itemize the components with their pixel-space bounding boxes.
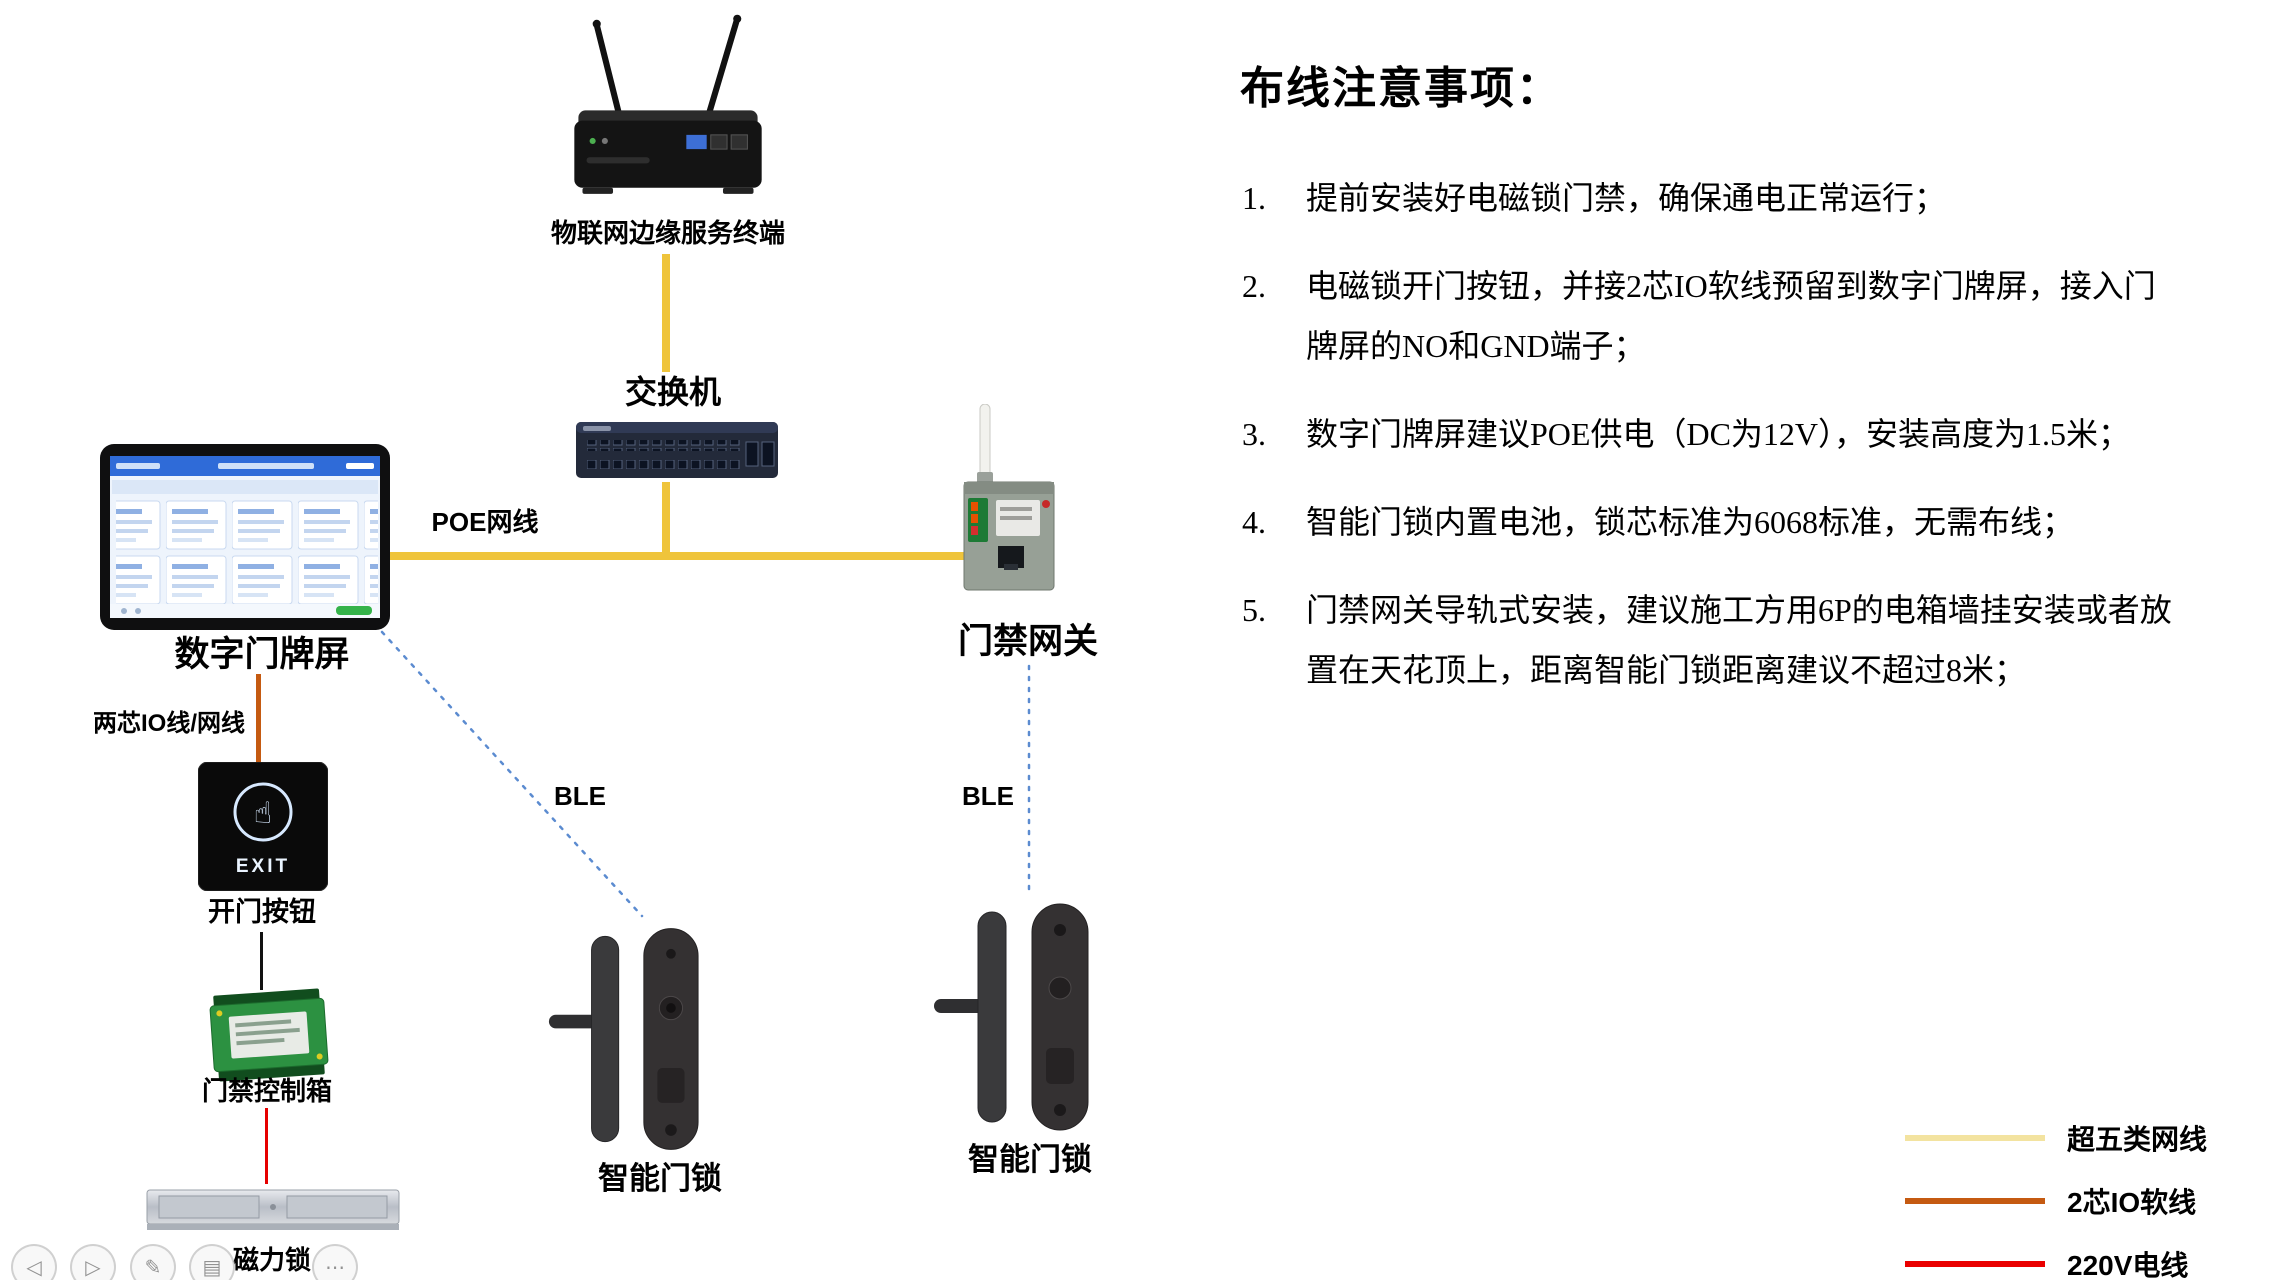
pen-icon: ✎	[144, 1256, 162, 1279]
control-box-device	[205, 984, 333, 1086]
next-slide-button[interactable]: ▷	[70, 1244, 116, 1280]
door-screen-icon	[100, 444, 390, 630]
control-box-label: 门禁控制箱	[201, 1076, 332, 1106]
exit-button-device: ☝ EXIT	[198, 762, 328, 891]
notes-list: 1. 提前安装好电磁锁门禁，确保通电正常运行； 2. 电磁锁开门按钮，并接2芯I…	[1240, 168, 2244, 700]
note-text: 数字门牌屏建议POE供电（DC为12V），安装高度为1.5米；	[1306, 416, 2131, 452]
note-number: 1.	[1242, 180, 1266, 216]
notes-panel: 布线注意事项： 1. 提前安装好电磁锁门禁，确保通电正常运行； 2. 电磁锁开门…	[1240, 52, 2244, 728]
switch-icon	[576, 422, 778, 478]
magnetic-lock-device	[145, 1182, 401, 1238]
note-number: 2.	[1242, 268, 1266, 304]
more-tools-button[interactable]: ⋯	[312, 1244, 358, 1280]
cable-switch-to-trunk	[662, 482, 670, 560]
smart-lock-right-label: 智能门锁	[968, 1142, 1092, 1177]
legend-swatch-cat5e	[1905, 1134, 2045, 1141]
switch-label: 交换机	[624, 374, 721, 410]
gateway-label: 门禁网关	[957, 622, 1098, 661]
pen-tool-button[interactable]: ✎	[130, 1244, 176, 1280]
legend-row-cat5e: 超五类网线	[1905, 1106, 2207, 1169]
exit-button-text: EXIT	[236, 856, 290, 877]
smart-lock-left-label: 智能门锁	[598, 1161, 722, 1196]
door-screen-label: 数字门牌屏	[174, 635, 350, 674]
poe-cable-label: POE网线	[431, 507, 539, 537]
iot-server-device	[556, 12, 780, 217]
io-cable-label: 两芯IO线/网线	[92, 710, 245, 737]
cable-exit-to-controller	[260, 932, 263, 990]
control-box-icon	[209, 988, 329, 1082]
ble-right-label: BLE	[962, 781, 1014, 811]
legend-swatch-220v	[1905, 1260, 2045, 1267]
smart-lock-icon	[548, 928, 699, 1150]
exit-button-label: 开门按钮	[208, 897, 316, 927]
smart-lock-right-device	[932, 896, 1122, 1136]
note-item-1: 1. 提前安装好电磁锁门禁，确保通电正常运行；	[1240, 168, 2244, 228]
next-slide-icon: ▷	[85, 1256, 101, 1279]
note-item-5: 5. 门禁网关导轨式安装，建议施工方用6P的电箱墙挂安装或者放置在天花顶上，距离…	[1240, 580, 2244, 700]
cable-iot-to-switch	[662, 254, 670, 372]
notes-title: 布线注意事项：	[1240, 64, 1562, 113]
note-number: 3.	[1242, 416, 1266, 452]
note-item-2: 2. 电磁锁开门按钮，并接2芯IO软线预留到数字门牌屏，接入门牌屏的NO和GND…	[1240, 256, 2244, 376]
iot-server-label: 物联网边缘服务终端	[550, 218, 785, 248]
gateway-icon	[963, 404, 1055, 591]
ble-link-left	[380, 630, 644, 918]
legend-label-io: 2芯IO软线	[2067, 1186, 2197, 1218]
legend-row-io: 2芯IO软线	[1905, 1169, 2207, 1232]
note-text: 提前安装好电磁锁门禁，确保通电正常运行；	[1306, 180, 1947, 216]
gateway-device	[958, 404, 1060, 596]
iot-server-icon	[574, 14, 762, 194]
smart-lock-icon	[934, 903, 1089, 1131]
cable-220v	[265, 1108, 268, 1184]
note-text: 门禁网关导轨式安装，建议施工方用6P的电箱墙挂安装或者放置在天花顶上，距离智能门…	[1306, 592, 2172, 688]
eraser-tool-button[interactable]: ▤	[189, 1244, 235, 1280]
magnetic-lock-icon	[146, 1189, 400, 1230]
ble-left-label: BLE	[554, 781, 606, 811]
cable-trunk-horizontal	[380, 552, 1002, 560]
door-screen-device	[100, 444, 390, 630]
smart-lock-left-device	[547, 920, 731, 1158]
note-item-3: 3. 数字门牌屏建议POE供电（DC为12V），安装高度为1.5米；	[1240, 404, 2244, 464]
exit-button-icon: ☝ EXIT	[198, 762, 328, 891]
touch-finger-icon: ☝	[254, 797, 272, 830]
cable-legend: 超五类网线 2芯IO软线 220V电线	[1905, 1106, 2207, 1280]
legend-label-cat5e: 超五类网线	[2067, 1123, 2208, 1155]
prev-slide-button[interactable]: ◁	[11, 1244, 57, 1280]
note-number: 5.	[1242, 592, 1266, 628]
more-icon: ⋯	[325, 1256, 345, 1279]
legend-swatch-io	[1905, 1197, 2045, 1204]
note-item-4: 4. 智能门锁内置电池，锁芯标准为6068标准，无需布线；	[1240, 492, 2244, 552]
eraser-icon: ▤	[202, 1256, 222, 1279]
magnetic-lock-label: 磁力锁	[232, 1245, 311, 1275]
switch-device	[574, 412, 780, 484]
note-text: 电磁锁开门按钮，并接2芯IO软线预留到数字门牌屏，接入门牌屏的NO和GND端子；	[1306, 268, 2156, 364]
legend-label-220v: 220V电线	[2067, 1249, 2189, 1280]
note-number: 4.	[1242, 504, 1266, 540]
note-text: 智能门锁内置电池，锁芯标准为6068标准，无需布线；	[1306, 504, 2075, 540]
cable-io-two-core	[256, 674, 261, 764]
prev-slide-icon: ◁	[26, 1256, 42, 1279]
legend-row-220v: 220V电线	[1905, 1232, 2207, 1280]
